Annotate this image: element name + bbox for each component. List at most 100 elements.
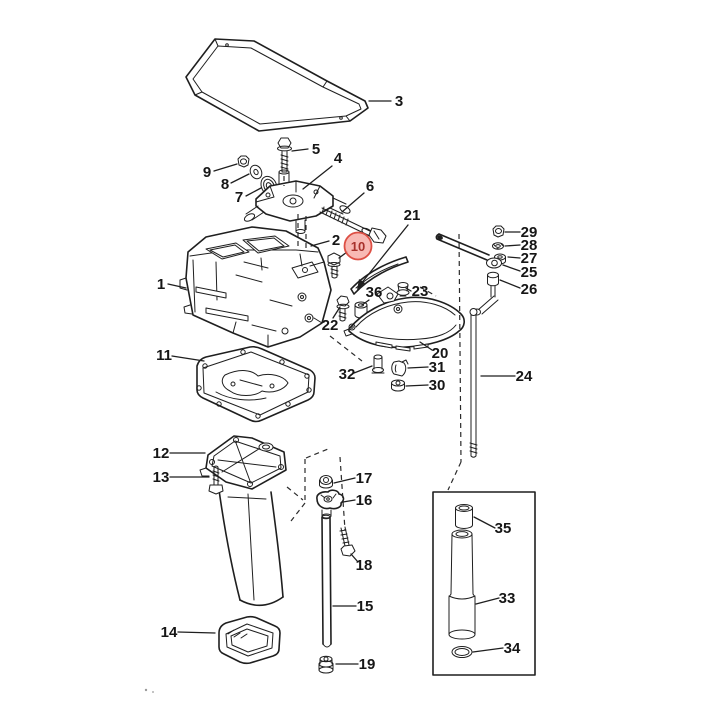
callout-27-label[interactable]: 27	[521, 250, 538, 267]
part-1-adapter-plate	[179, 226, 332, 348]
callout-15[interactable]: 15	[332, 598, 374, 615]
callout-10-label[interactable]: 10	[351, 239, 365, 254]
callout-24-label[interactable]: 24	[516, 368, 533, 385]
callout-22[interactable]: 22	[322, 306, 341, 334]
part-25-link-arm	[435, 233, 502, 269]
part-33-tube	[448, 529, 476, 640]
callout-21[interactable]: 21	[357, 207, 420, 290]
callout-12-label[interactable]: 12	[153, 445, 170, 462]
callout-29-label[interactable]: 29	[521, 224, 538, 241]
part-28-washer	[492, 242, 504, 250]
callout-5[interactable]: 5	[291, 141, 320, 158]
callout-36[interactable]: 36	[361, 284, 383, 306]
callout-30-label[interactable]: 30	[429, 377, 446, 394]
callout-16[interactable]: 16	[342, 492, 373, 509]
callout-32[interactable]: 32	[339, 365, 373, 383]
callout-19[interactable]: 19	[335, 656, 376, 673]
part-30-washer-cap	[391, 379, 405, 392]
callout-18[interactable]: 18	[350, 553, 373, 574]
callout-2[interactable]: 2	[310, 232, 340, 249]
callout-28[interactable]: 28	[504, 237, 538, 254]
callout-17[interactable]: 17	[333, 470, 373, 487]
part-9-locknut	[237, 155, 250, 168]
callout-34[interactable]: 34	[472, 640, 521, 657]
callout-36-label[interactable]: 36	[366, 284, 383, 301]
callouts: 1 2 3 4 5 6 7 8	[153, 93, 538, 673]
callout-13-label[interactable]: 13	[153, 469, 170, 486]
part-14-seal	[218, 615, 281, 665]
part-4-fitting-assembly	[243, 169, 351, 234]
part-20-lever	[343, 286, 465, 352]
callout-35-label[interactable]: 35	[495, 520, 512, 537]
callout-17-label[interactable]: 17	[356, 470, 373, 487]
callout-25-label[interactable]: 25	[521, 264, 538, 281]
callout-31-label[interactable]: 31	[429, 359, 446, 376]
callout-14-label[interactable]: 14	[161, 624, 178, 641]
callout-8-label[interactable]: 8	[221, 176, 229, 193]
part-8-washer	[249, 164, 263, 180]
callout-21-arrowhead	[357, 279, 365, 290]
callout-9[interactable]: 9	[203, 163, 238, 181]
callout-26[interactable]: 26	[499, 279, 538, 298]
callout-35[interactable]: 35	[473, 516, 512, 537]
callout-9-label[interactable]: 9	[203, 164, 211, 181]
callout-23[interactable]: 23	[405, 283, 429, 300]
callout-23-label[interactable]: 23	[412, 283, 429, 300]
callout-3[interactable]: 3	[368, 93, 403, 110]
callout-1-label[interactable]: 1	[157, 276, 165, 293]
callout-18-label[interactable]: 18	[356, 557, 373, 574]
callout-4-label[interactable]: 4	[334, 150, 343, 167]
callout-24[interactable]: 24	[480, 368, 533, 385]
part-12-exhaust-adapter	[199, 435, 287, 607]
callout-7[interactable]: 7	[235, 187, 262, 206]
callout-6-label[interactable]: 6	[366, 178, 374, 195]
callout-20-label[interactable]: 20	[432, 345, 449, 362]
inset-box	[432, 491, 536, 676]
callout-26-label[interactable]: 26	[521, 281, 538, 298]
callout-14[interactable]: 14	[161, 624, 216, 641]
callout-32-label[interactable]: 32	[339, 366, 356, 383]
callout-8[interactable]: 8	[221, 173, 250, 193]
callout-29[interactable]: 29	[504, 224, 538, 241]
part-17-nut	[319, 475, 333, 489]
part-10-bolt	[327, 252, 341, 279]
callout-22-label[interactable]: 22	[322, 317, 339, 334]
callout-27[interactable]: 27	[507, 250, 538, 267]
callout-20[interactable]: 20	[419, 341, 449, 362]
callout-34-label[interactable]: 34	[504, 640, 521, 657]
callout-7-label[interactable]: 7	[235, 189, 243, 206]
callout-5-label[interactable]: 5	[312, 141, 320, 158]
part-15-tube	[321, 514, 332, 648]
part-3-mount-ring	[185, 38, 369, 132]
part-31-clip	[391, 359, 409, 377]
callout-33[interactable]: 33	[475, 590, 516, 607]
part-32-pin	[371, 354, 385, 374]
callout-30[interactable]: 30	[405, 377, 446, 394]
callout-11-label[interactable]: 11	[156, 347, 172, 364]
callout-19-label[interactable]: 19	[359, 656, 376, 673]
callout-33-label[interactable]: 33	[499, 590, 516, 607]
callout-11[interactable]: 11	[156, 347, 205, 364]
callout-2-label[interactable]: 2	[332, 232, 340, 249]
callout-12[interactable]: 12	[153, 445, 206, 462]
part-22-bolt	[336, 295, 350, 322]
scan-artifacts	[144, 688, 154, 693]
callout-4[interactable]: 4	[302, 150, 343, 190]
callout-15-label[interactable]: 15	[357, 598, 374, 615]
highlight-circle[interactable]	[343, 231, 373, 261]
callout-28-label[interactable]: 28	[521, 237, 538, 254]
callout-13[interactable]: 13	[153, 469, 210, 486]
callout-21-label[interactable]: 21	[404, 207, 421, 224]
part-6-screw	[319, 206, 387, 244]
part-34-o-ring	[451, 646, 473, 658]
callout-3-label[interactable]: 3	[395, 93, 403, 110]
callout-10-highlighted[interactable]: 10	[338, 231, 373, 261]
part-13-bolt	[208, 465, 224, 495]
callout-31[interactable]: 31	[407, 359, 446, 376]
part-24-rod	[469, 308, 478, 458]
callout-1[interactable]: 1	[157, 276, 187, 293]
callout-25[interactable]: 25	[502, 264, 538, 281]
callout-6[interactable]: 6	[341, 178, 374, 213]
callout-16-label[interactable]: 16	[356, 492, 373, 509]
